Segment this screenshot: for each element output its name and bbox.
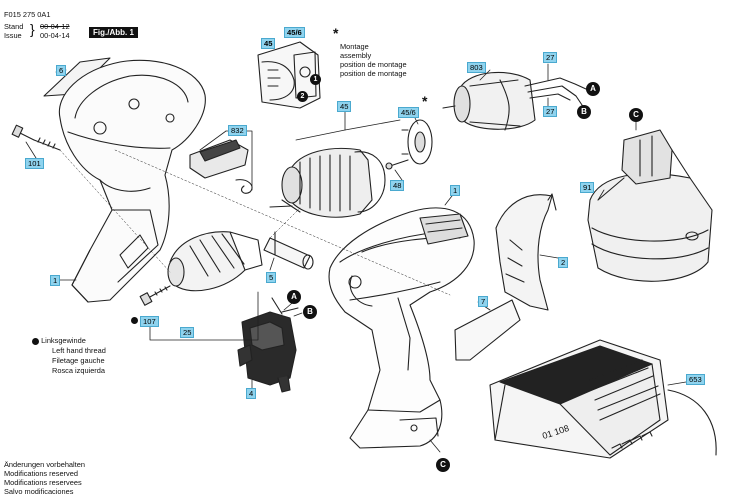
legend-line-4: Rosca izquierda [52, 366, 105, 375]
motor-803 [442, 71, 536, 131]
montage-line-3: position de montage [340, 60, 407, 69]
switch-button-832 [189, 139, 253, 194]
callout-45-6: 45/6 [398, 107, 419, 118]
screw-101 [11, 124, 61, 151]
wires-27 [524, 77, 587, 109]
montage-line-4: position de montage [340, 69, 407, 78]
document-code: F015 275 0A1 [4, 10, 51, 19]
bullet-dot-icon [32, 337, 39, 345]
switch-module-4 [237, 297, 299, 393]
callout-1-right: 1 [450, 185, 461, 196]
callout-101: 101 [25, 158, 44, 169]
legend-line-3: Filetage gauche [52, 356, 105, 365]
callout-653: 653 [686, 374, 705, 385]
callout-803: 803 [467, 62, 486, 73]
cover-plate-7 [454, 299, 521, 361]
bracket-glyph: } [30, 21, 35, 37]
screw-48 [389, 159, 409, 167]
marker-step-2: 2 [297, 91, 308, 102]
callout-107: 107 [140, 316, 159, 327]
side-cover-2 [495, 193, 557, 311]
callout-2: 2 [558, 257, 569, 268]
chuck-25 [167, 231, 263, 292]
footer-line-2: Modifications reserved [4, 469, 78, 478]
charger-653 [489, 339, 717, 459]
callout-27-top: 27 [543, 52, 558, 63]
marker-b-wires: B [577, 105, 591, 119]
marker-step-1: 1 [310, 74, 321, 85]
marker-a-switch: A [287, 290, 301, 304]
footer-line-4: Salvo modificaciones [4, 487, 74, 496]
callout-7: 7 [478, 296, 489, 307]
figure-tag: Fig./Abb. 1 [89, 27, 138, 38]
footer-line-1: Änderungen vorbehalten [4, 460, 85, 469]
left-housing-shell [58, 59, 206, 303]
callout-832: 832 [228, 125, 247, 136]
ring-45-6 [401, 119, 433, 165]
callout-45-top: 45 [261, 38, 276, 49]
montage-line-1: Montage [340, 42, 369, 51]
battery-pack-91 [587, 129, 713, 282]
asterisk-marker-2: * [422, 93, 428, 109]
callout-91: 91 [580, 182, 595, 193]
callout-25: 25 [180, 327, 195, 338]
left-thread-dot-icon [131, 317, 138, 324]
marker-a-wires: A [586, 82, 600, 96]
legend-line-1: Linksgewinde [41, 336, 86, 345]
montage-line-2: assembly [340, 51, 372, 60]
callout-45-6-top: 45/6 [284, 27, 305, 38]
footer-line-3: Modifications reservees [4, 478, 82, 487]
marker-c-housing: C [436, 458, 450, 472]
gearbox-45 [269, 147, 386, 218]
callout-1-left: 1 [50, 275, 61, 286]
asterisk-marker: * [333, 25, 339, 41]
issue-label: Issue [4, 31, 22, 40]
callout-45: 45 [337, 101, 352, 112]
callout-5: 5 [266, 272, 277, 283]
callout-48: 48 [390, 180, 405, 191]
marker-b-switch: B [303, 305, 317, 319]
callout-4: 4 [246, 388, 257, 399]
shaft-5 [263, 231, 314, 270]
stand-value: 00-04-12 [40, 22, 70, 31]
right-housing-shell [328, 207, 475, 449]
alignment-lines [59, 149, 451, 296]
callout-27-bottom: 27 [543, 106, 558, 117]
left-hand-thread-legend: Linksgewinde [32, 336, 86, 345]
stand-label: Stand [4, 22, 24, 31]
issue-value: 00-04-14 [40, 31, 70, 40]
screw-107 [139, 285, 171, 306]
marker-c-battery: C [629, 108, 643, 122]
callout-6: 6 [56, 65, 67, 76]
legend-line-2: Left hand thread [52, 346, 106, 355]
